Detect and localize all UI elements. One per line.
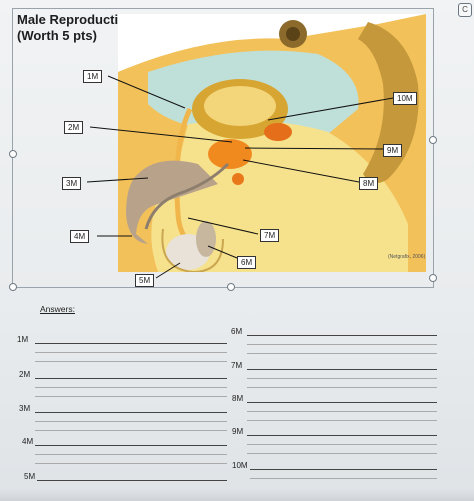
label-box-6m: 6M [237,256,257,269]
answer-label-3m: 3M [19,404,31,413]
label-box-8m: 8M [359,177,379,190]
answer-subline[interactable] [35,421,227,422]
resize-handle-bottom[interactable] [227,283,235,291]
label-box-2m: 2M [64,121,84,134]
label-box-5m: 5M [135,274,155,287]
resize-handle-right[interactable] [429,136,437,144]
answer-line-3m[interactable] [35,412,227,413]
prostate [208,139,252,169]
label-box-7m: 7M [260,229,280,242]
answer-subline[interactable] [247,353,437,354]
app-corner-icon[interactable]: C [458,3,472,17]
label-box-9m: 9M [383,144,403,157]
answer-line-8m[interactable] [247,402,437,403]
resize-handle-bottom-right[interactable] [429,274,437,282]
answer-line-7m[interactable] [247,369,437,370]
answer-line-9m[interactable] [247,435,437,436]
penis [126,160,218,244]
answer-subline[interactable] [35,396,227,397]
answer-label-7m: 7M [231,361,243,370]
answer-label-10m: 10M [232,461,248,470]
urethra [144,162,230,230]
label-box-3m: 3M [62,177,82,190]
answer-subline[interactable] [247,344,437,345]
answer-line-1m[interactable] [35,343,227,344]
image-citation: (Netgrafix, 2006) [388,254,426,260]
answer-subline[interactable] [247,420,437,421]
answer-subline[interactable] [35,352,227,353]
answer-subline[interactable] [247,453,437,454]
answer-line-6m[interactable] [247,335,437,336]
answer-subline[interactable] [35,463,227,464]
answer-subline[interactable] [247,444,437,445]
answer-label-5m: 5M [24,472,36,481]
answer-label-2m: 2M [19,370,31,379]
answer-subline[interactable] [247,411,437,412]
answer-subline[interactable] [250,478,437,479]
anatomy-diagram [118,14,426,272]
answers-heading: Answers: [40,304,75,314]
answer-line-2m[interactable] [35,378,227,379]
seminal-vesicle [264,123,292,141]
bladder-inner [204,86,276,126]
image-selection-frame[interactable] [12,8,434,288]
answer-line-5m[interactable] [37,480,227,481]
label-box-4m: 4M [70,230,90,243]
answer-label-6m: 6M [231,327,243,336]
answer-line-10m[interactable] [250,469,437,470]
answer-label-4m: 4M [22,437,34,446]
answer-line-4m[interactable] [35,445,227,446]
answer-subline[interactable] [35,361,227,362]
answer-subline[interactable] [247,378,437,379]
gland-small [232,173,244,185]
answer-subline[interactable] [35,454,227,455]
title-line-2: (Worth 5 pts) [17,28,97,43]
resize-handle-bottom-left[interactable] [9,283,17,291]
answer-label-9m: 9M [232,427,244,436]
rectum-center [286,27,300,41]
bottom-toolbar-strip [0,490,474,501]
label-box-10m: 10M [393,92,417,105]
label-box-1m: 1M [83,70,103,83]
answer-label-1m: 1M [17,335,29,344]
answer-label-8m: 8M [232,394,244,403]
answer-subline[interactable] [247,387,437,388]
epididymis [196,221,216,257]
resize-handle-left[interactable] [9,150,17,158]
answer-subline[interactable] [35,430,227,431]
answer-subline[interactable] [35,387,227,388]
